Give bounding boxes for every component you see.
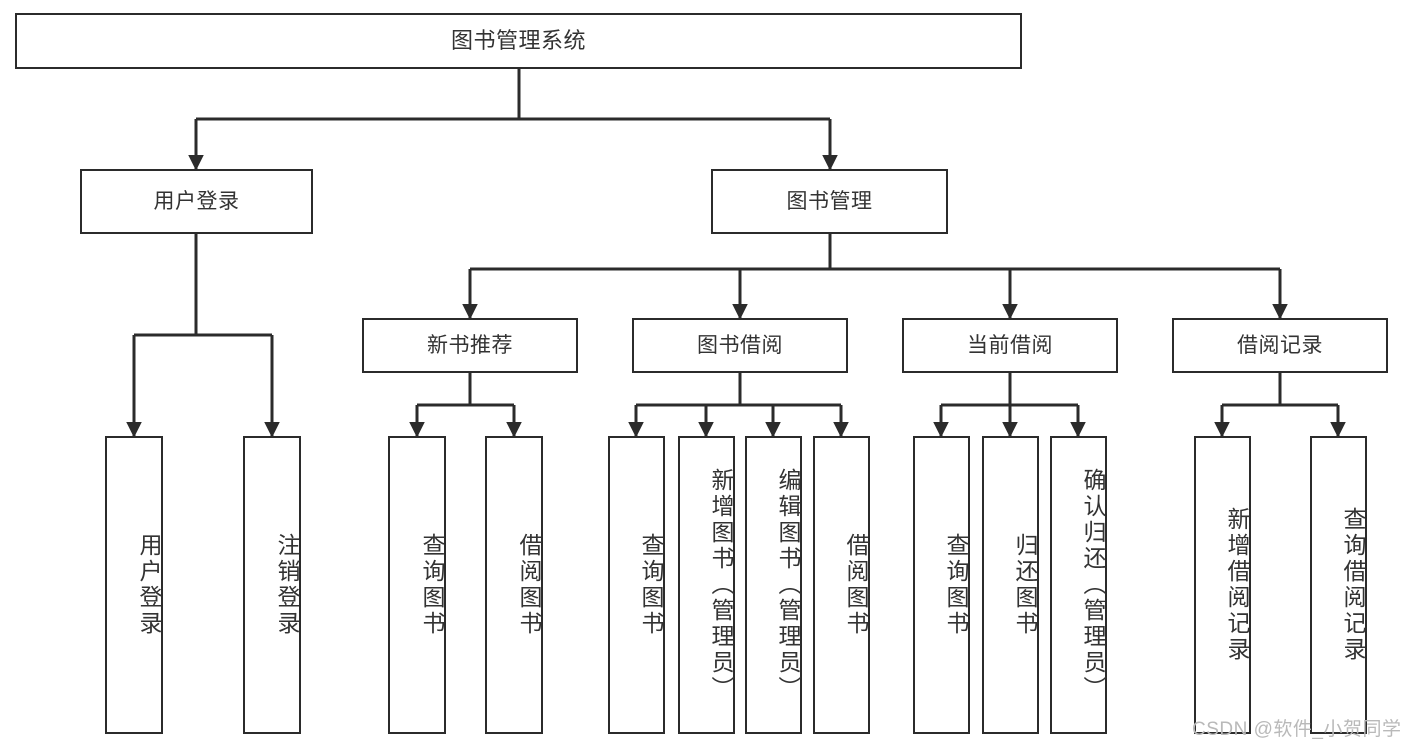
node-new-book-recommend-label: 新书推荐	[427, 333, 513, 357]
node-leaf-cb-query[interactable]: 查询图书	[913, 436, 970, 734]
node-user-login-label: 用户登录	[153, 189, 240, 213]
node-leaf-cb-return-label: 归还图书	[1012, 533, 1038, 637]
node-book-manage-label: 图书管理	[786, 189, 873, 213]
node-leaf-cb-confirm-label: 确认归还（管理员）	[1080, 468, 1106, 702]
node-leaf-logout-label: 注销登录	[274, 533, 300, 637]
node-leaf-cb-query-label: 查询图书	[943, 533, 969, 637]
node-root-label: 图书管理系统	[450, 27, 586, 53]
node-leaf-nb-query-label: 查询图书	[419, 533, 445, 637]
node-leaf-user-login[interactable]: 用户登录	[105, 436, 163, 734]
node-book-borrow-label: 图书借阅	[697, 333, 783, 357]
csdn-watermark: CSDN @软件_小贺同学	[1192, 719, 1402, 740]
node-leaf-bb-query-label: 查询图书	[638, 533, 664, 637]
node-leaf-bb-query[interactable]: 查询图书	[608, 436, 665, 734]
node-new-book-recommend[interactable]: 新书推荐	[362, 318, 578, 373]
node-leaf-bb-edit-label: 编辑图书（管理员）	[775, 468, 801, 702]
node-root[interactable]: 图书管理系统	[15, 13, 1022, 69]
node-borrow-record[interactable]: 借阅记录	[1172, 318, 1388, 373]
node-leaf-bb-add-label: 新增图书（管理员）	[708, 468, 734, 702]
node-user-login[interactable]: 用户登录	[80, 169, 313, 234]
node-leaf-br-add-label: 新增借阅记录	[1224, 507, 1250, 663]
node-leaf-cb-return[interactable]: 归还图书	[982, 436, 1039, 734]
node-leaf-br-add[interactable]: 新增借阅记录	[1194, 436, 1251, 734]
node-leaf-user-login-label: 用户登录	[136, 533, 162, 637]
node-leaf-br-query[interactable]: 查询借阅记录	[1310, 436, 1367, 734]
node-current-borrow[interactable]: 当前借阅	[902, 318, 1118, 373]
node-leaf-br-query-label: 查询借阅记录	[1340, 507, 1366, 663]
node-book-borrow[interactable]: 图书借阅	[632, 318, 848, 373]
node-book-manage[interactable]: 图书管理	[711, 169, 948, 234]
node-leaf-nb-borrow[interactable]: 借阅图书	[485, 436, 543, 734]
node-leaf-nb-borrow-label: 借阅图书	[516, 533, 542, 637]
node-leaf-bb-borrow-label: 借阅图书	[843, 533, 869, 637]
node-borrow-record-label: 借阅记录	[1237, 333, 1323, 357]
node-leaf-logout[interactable]: 注销登录	[243, 436, 301, 734]
node-leaf-bb-edit[interactable]: 编辑图书（管理员）	[745, 436, 802, 734]
node-leaf-bb-add[interactable]: 新增图书（管理员）	[678, 436, 735, 734]
node-leaf-nb-query[interactable]: 查询图书	[388, 436, 446, 734]
node-leaf-bb-borrow[interactable]: 借阅图书	[813, 436, 870, 734]
node-leaf-cb-confirm[interactable]: 确认归还（管理员）	[1050, 436, 1107, 734]
node-current-borrow-label: 当前借阅	[967, 333, 1053, 357]
